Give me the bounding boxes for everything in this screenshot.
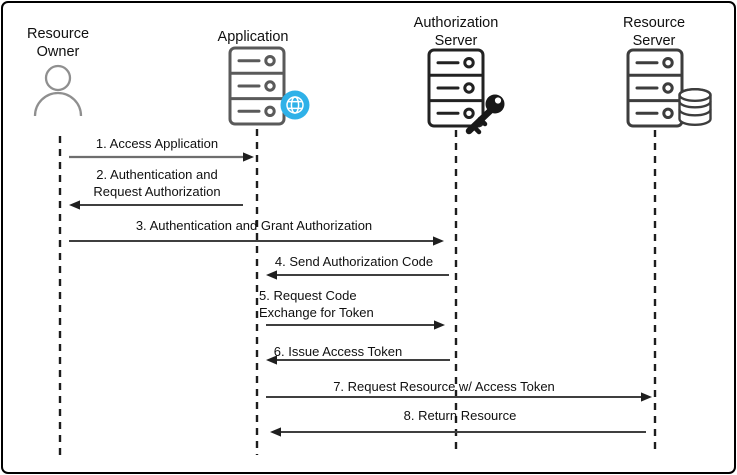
person-icon [33, 64, 83, 117]
message-arrow-5 [266, 320, 445, 330]
message-label-4: 4. Send Authorization Code [274, 254, 434, 269]
message-arrow-1 [69, 152, 254, 162]
message-label-2: 2. Authentication and Request Authorizat… [93, 167, 221, 199]
message-label-3: 3. Authentication and Grant Authorizatio… [135, 218, 373, 233]
actor-label-resource-owner: Resource Owner [8, 25, 108, 61]
message-arrow-3 [69, 236, 444, 246]
message-label-6: 6. Issue Access Token [273, 344, 403, 359]
actor-label-line: Resource [26, 26, 90, 42]
actor-label-resource-server: Resource Server [595, 14, 713, 50]
message-label-1: 1. Access Application [95, 136, 219, 151]
lifelines [58, 129, 657, 455]
message-arrow-7 [266, 392, 652, 402]
actor-label-line: Application [217, 29, 289, 45]
key-icon [465, 94, 505, 135]
message-arrow-2 [69, 200, 243, 210]
message-arrow-4 [266, 270, 449, 280]
actor-label-line: Resource [622, 15, 686, 31]
diagram-canvas [33, 46, 712, 455]
server-icon-application [228, 46, 286, 126]
server-icon-resource-server [626, 48, 684, 128]
actor-label-line: Owner [36, 44, 80, 60]
message-arrow-6 [266, 355, 450, 365]
actor-label-authorization-server: Authorization Server [397, 14, 515, 50]
message-label-7: 7. Request Resource w/ Access Token [333, 379, 555, 394]
actor-label-line: Server [632, 33, 676, 49]
actor-label-line: Authorization [413, 15, 499, 31]
message-arrow-8 [270, 427, 646, 437]
server-icon-authorization-server [427, 48, 485, 128]
actor-label-line: Server [434, 33, 478, 49]
message-label-8: 8. Return Resource [403, 408, 517, 423]
database-icon [678, 87, 712, 126]
actor-label-application: Application [195, 28, 311, 46]
globe-icon [280, 90, 310, 120]
message-label-5: 5. Request Code Exchange for Token [259, 288, 374, 320]
